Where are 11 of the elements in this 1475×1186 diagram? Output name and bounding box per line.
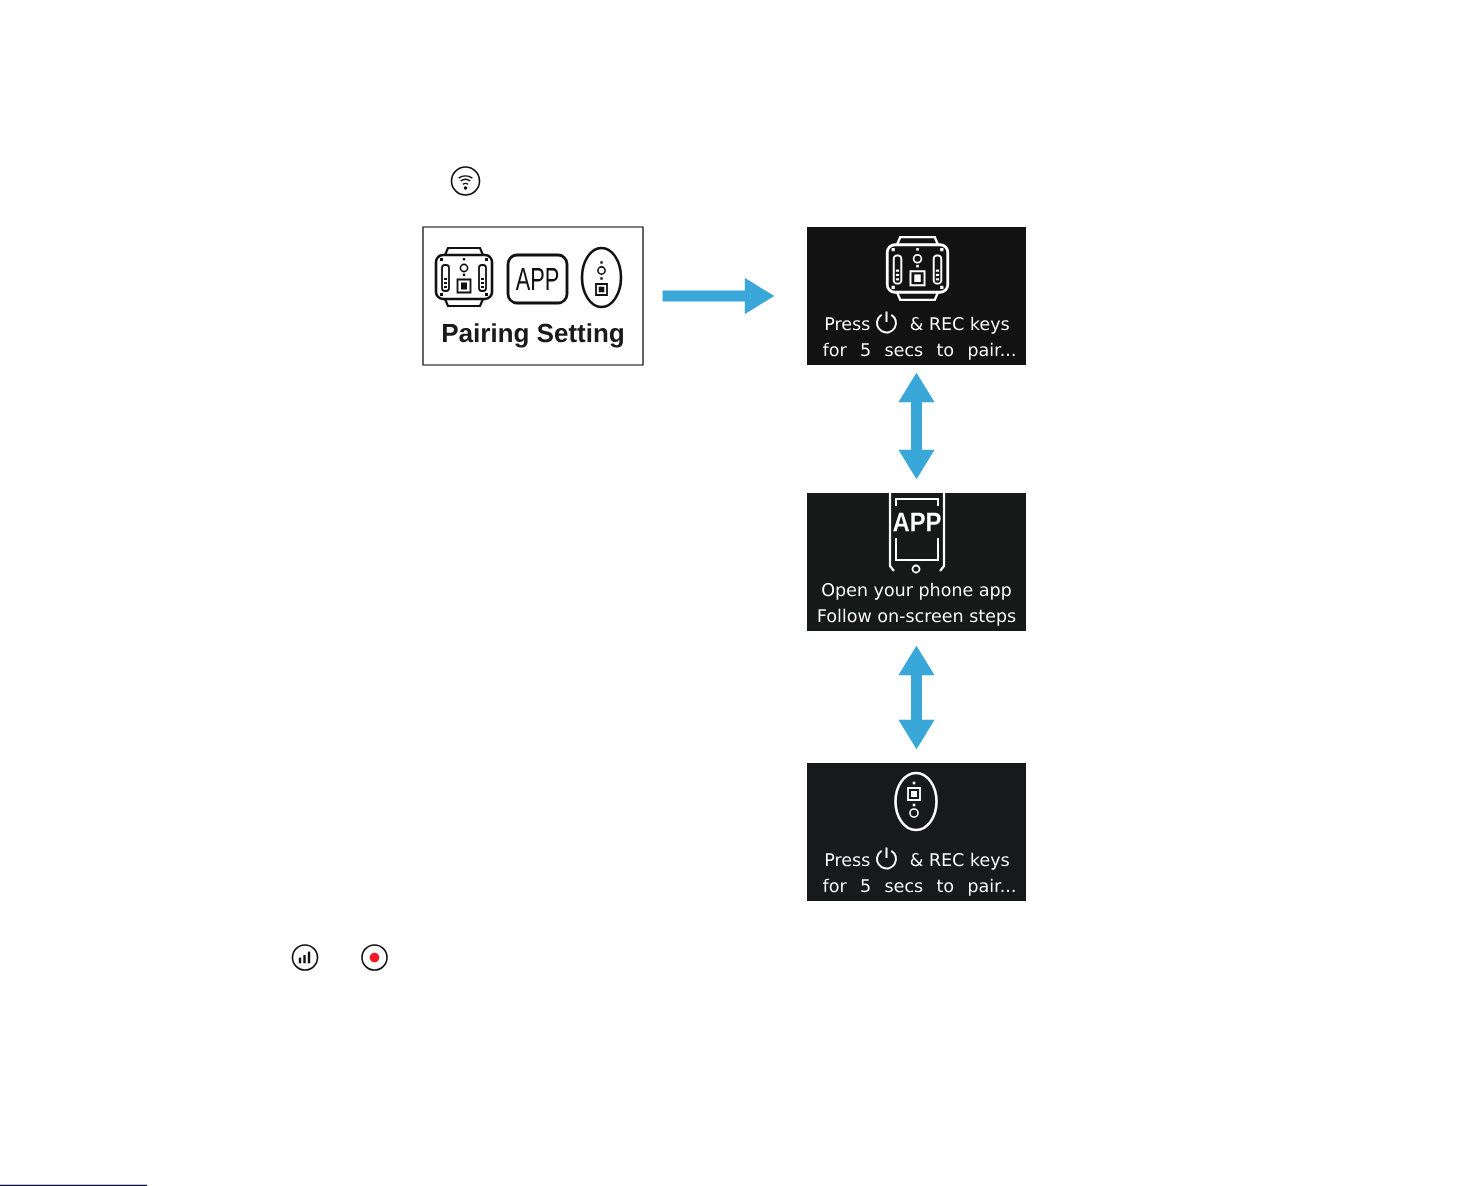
menu-title: Pairing Setting: [443, 323, 623, 348]
screen-text: Press: [826, 317, 870, 331]
screen-text: Press: [826, 853, 870, 867]
app-badge: APP: [506, 253, 569, 305]
screen-text: for 5 secs to pair...: [823, 342, 1015, 360]
screen-text: Follow on-screen steps: [818, 608, 1016, 626]
screen-text: Open your phone app: [822, 582, 1011, 600]
screen-text: & REC keys: [910, 852, 1009, 870]
screen-text: for 5 secs to pair...: [823, 878, 1015, 896]
screen-text: & REC keys: [910, 316, 1009, 334]
app-label: APP: [893, 512, 941, 532]
